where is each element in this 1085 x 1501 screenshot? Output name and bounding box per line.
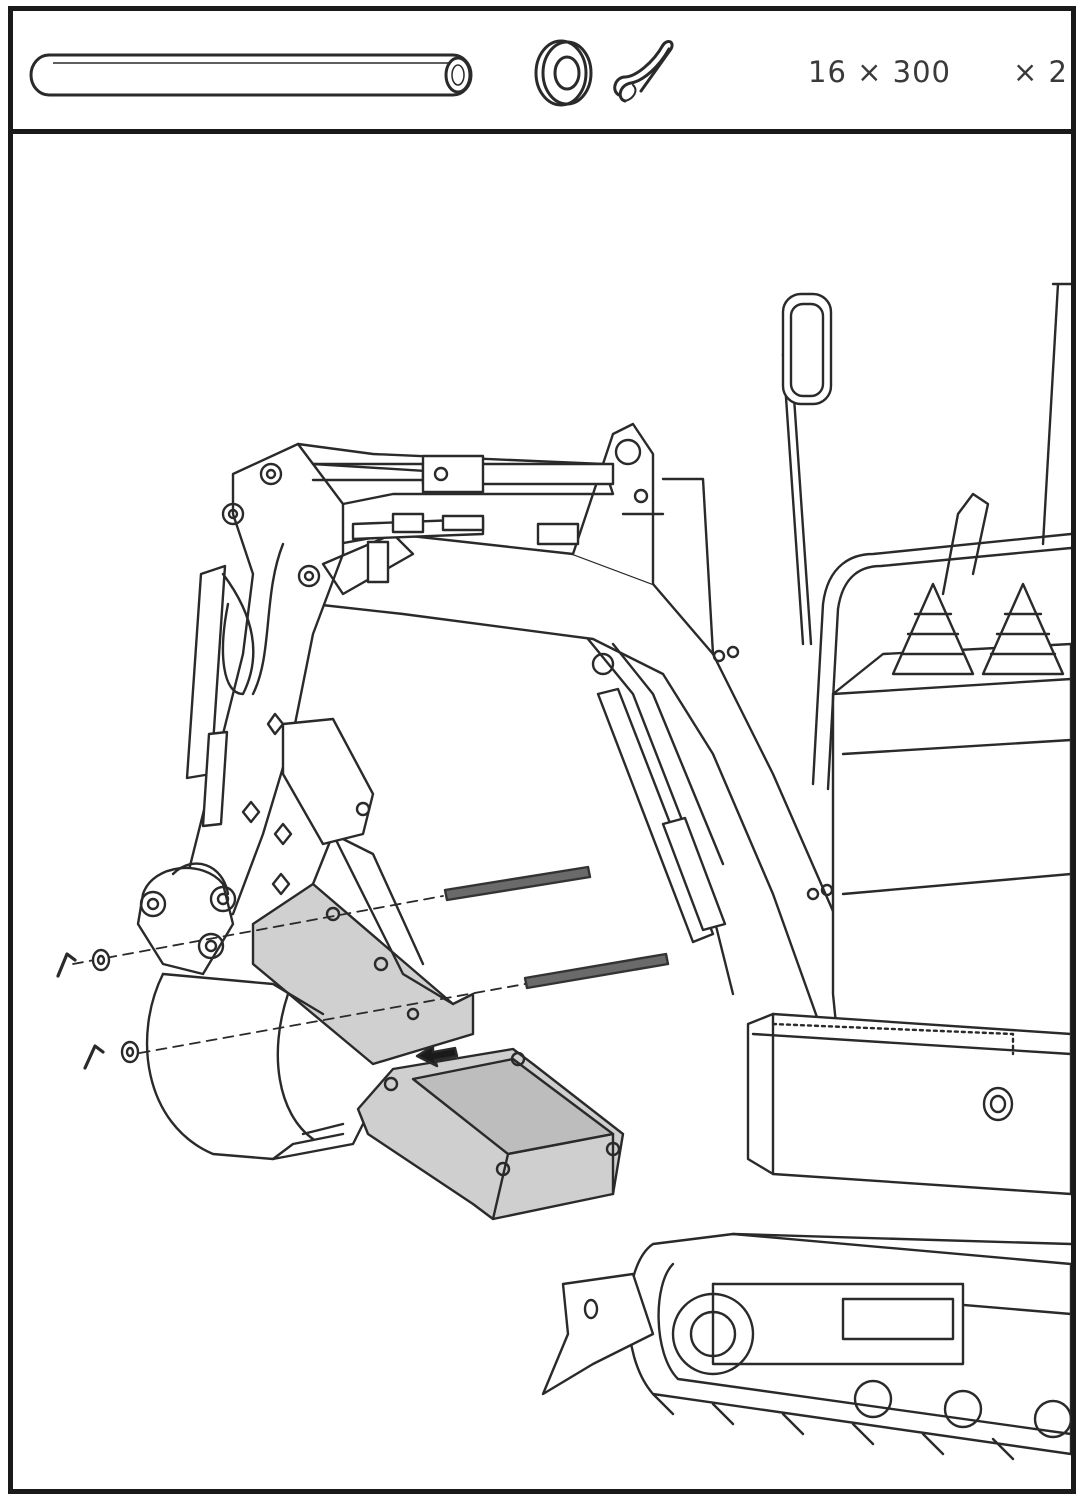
r-clip-icon <box>56 952 105 1070</box>
pin-rod-lower <box>523 952 670 990</box>
boom-illustration <box>281 422 875 1036</box>
alignment-lines <box>72 895 526 1057</box>
dozer-blade <box>541 1272 655 1396</box>
bucket-cylinder <box>185 542 285 828</box>
boom-cylinder <box>596 687 727 944</box>
upper-body <box>746 1012 1071 1196</box>
excavator-assembly-illustration <box>56 282 1071 1461</box>
parts-list-bar: 16 × 300 × 2 <box>13 11 1071 134</box>
pin-rod-upper <box>443 865 592 902</box>
track-undercarriage <box>627 1232 1071 1461</box>
pin-rod-icon <box>29 53 473 97</box>
washer-icon <box>534 39 593 107</box>
pin-size-label: 16 × 300 <box>808 55 951 89</box>
bucket-linkage <box>136 862 237 976</box>
hydraulic-fittings <box>351 512 580 584</box>
bucket-illustration <box>145 972 365 1161</box>
coupler-plate <box>356 1047 625 1221</box>
washer-icon <box>91 948 140 1064</box>
assembly-illustration <box>13 134 1071 1489</box>
quantity-label: × 2 <box>1013 55 1068 89</box>
instruction-page: 16 × 300 × 2 <box>8 6 1076 1494</box>
arm-cylinder <box>311 454 615 494</box>
r-clip-icon <box>613 40 674 103</box>
operator-station <box>781 282 1071 1096</box>
hitch-bracket <box>251 717 475 1066</box>
insert-arrow-icon <box>415 1044 459 1068</box>
parts-icons <box>29 39 674 107</box>
wing-nut-icon <box>241 712 293 896</box>
